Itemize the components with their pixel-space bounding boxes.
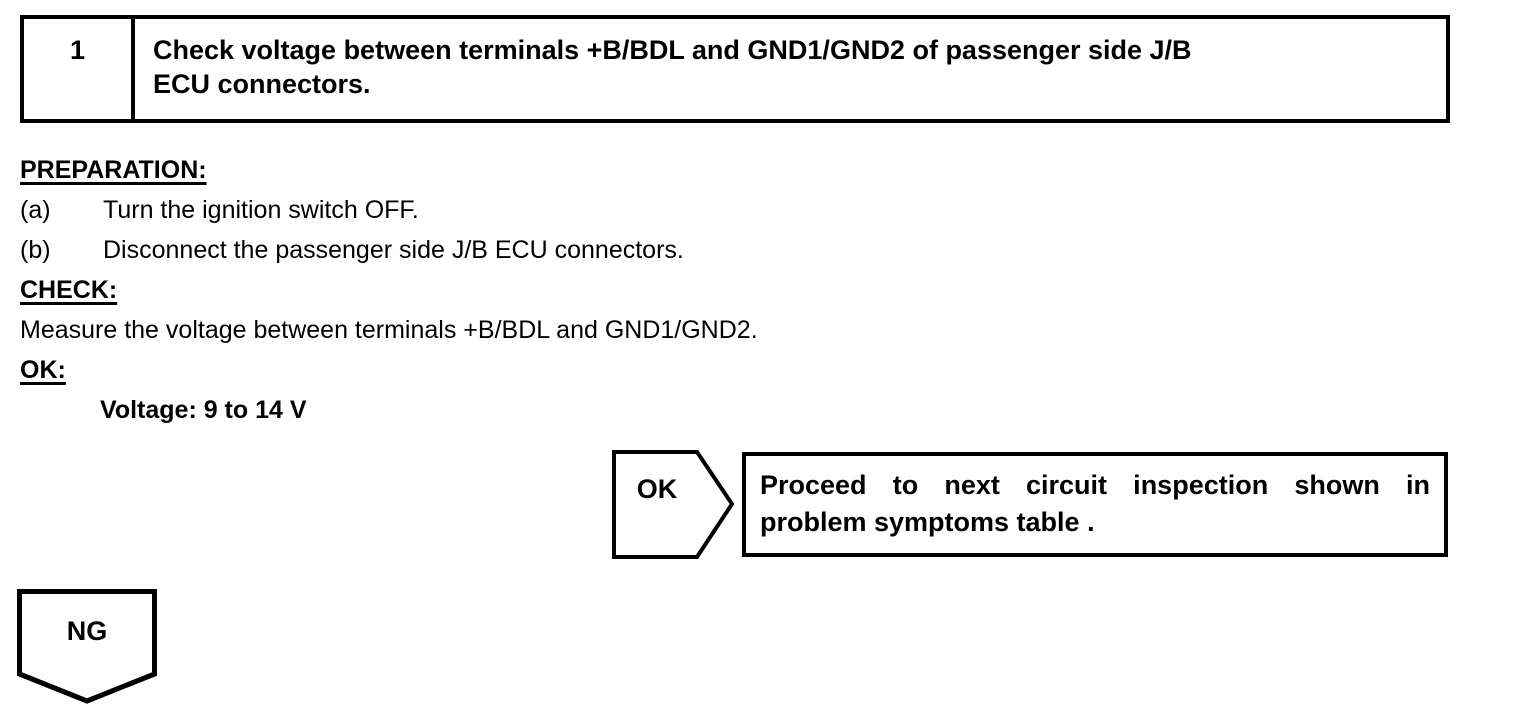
step-header-box: 1 Check voltage between terminals +B/BDL… bbox=[20, 15, 1450, 123]
ng-branch-label: NG bbox=[66, 616, 108, 646]
ng-arrow-shape bbox=[17, 589, 157, 704]
step-title: Check voltage between terminals +B/BDL a… bbox=[139, 19, 1446, 119]
preparation-heading: PREPARATION: bbox=[20, 156, 207, 184]
ok-arrow-shape bbox=[612, 450, 735, 559]
ok-result-box: Proceed to next circuit inspection shown… bbox=[742, 452, 1448, 557]
ok-result-line-2: problem symptoms table . bbox=[760, 507, 1095, 537]
ok-result-line-1: Proceed to next circuit inspection shown… bbox=[760, 470, 1430, 500]
voltage-spec: Voltage: 9 to 14 V bbox=[100, 396, 307, 424]
step-title-line-1: Check voltage between terminals +B/BDL a… bbox=[153, 35, 1192, 65]
preparation-item-b: (b) Disconnect the passenger side J/B EC… bbox=[20, 234, 684, 266]
preparation-item-a-text: Turn the ignition switch OFF. bbox=[103, 196, 419, 224]
check-text: Measure the voltage between terminals +B… bbox=[20, 316, 758, 344]
preparation-item-b-label: (b) bbox=[20, 236, 51, 264]
step-number: 1 bbox=[24, 19, 135, 119]
preparation-item-a: (a) Turn the ignition switch OFF. bbox=[20, 194, 419, 226]
check-heading: CHECK: bbox=[20, 276, 118, 304]
ok-spec-heading: OK: bbox=[20, 356, 66, 384]
preparation-item-a-label: (a) bbox=[20, 196, 51, 224]
ok-branch-label: OK bbox=[636, 474, 678, 504]
preparation-item-b-text: Disconnect the passenger side J/B ECU co… bbox=[103, 236, 684, 264]
step-title-line-2: ECU connectors. bbox=[153, 69, 371, 99]
